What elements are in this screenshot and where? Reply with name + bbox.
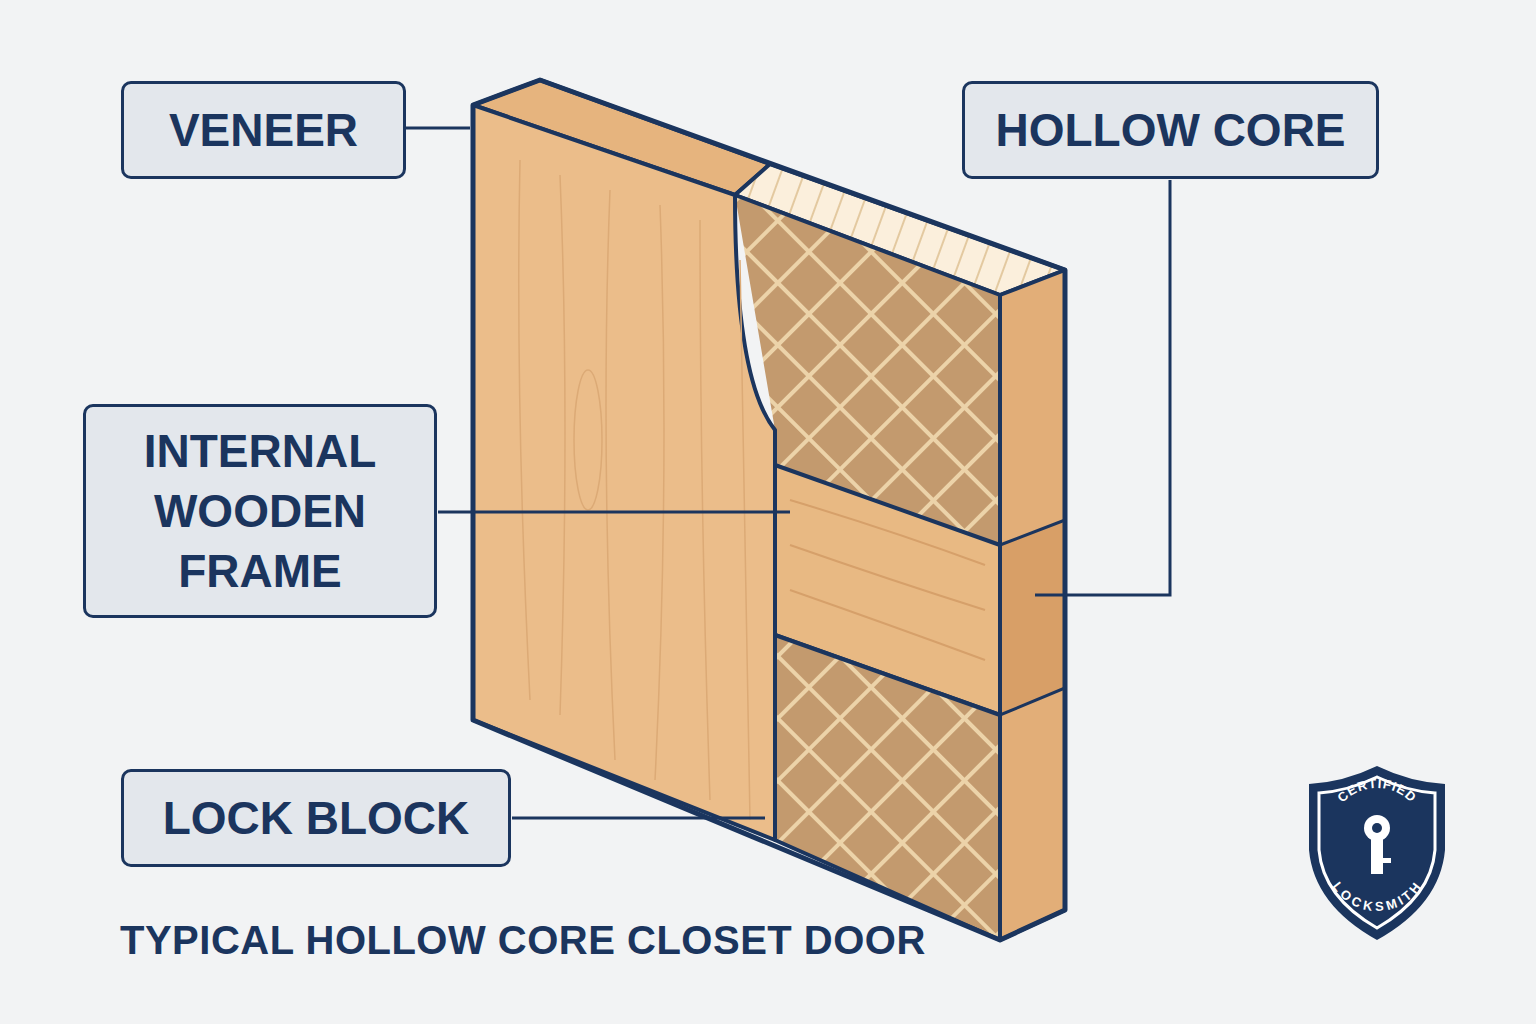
badge-text: CERTIFIED: [1334, 776, 1419, 805]
part-label: LOCK BLOCK: [163, 788, 470, 848]
badge-text: LOCKSMITH: [1330, 879, 1425, 914]
label-box: HOLLOW CORE: [962, 81, 1379, 179]
label-box: INTERNAL WOODEN FRAME: [83, 404, 437, 618]
label-box: LOCK BLOCK: [121, 769, 511, 867]
part-label: HOLLOW CORE: [995, 100, 1345, 160]
label-box: VENEER: [121, 81, 406, 179]
part-label: INTERNAL WOODEN FRAME: [110, 421, 410, 601]
part-label: VENEER: [169, 100, 358, 160]
diagram-title: TYPICAL HOLLOW CORE CLOSET DOOR: [120, 918, 926, 963]
